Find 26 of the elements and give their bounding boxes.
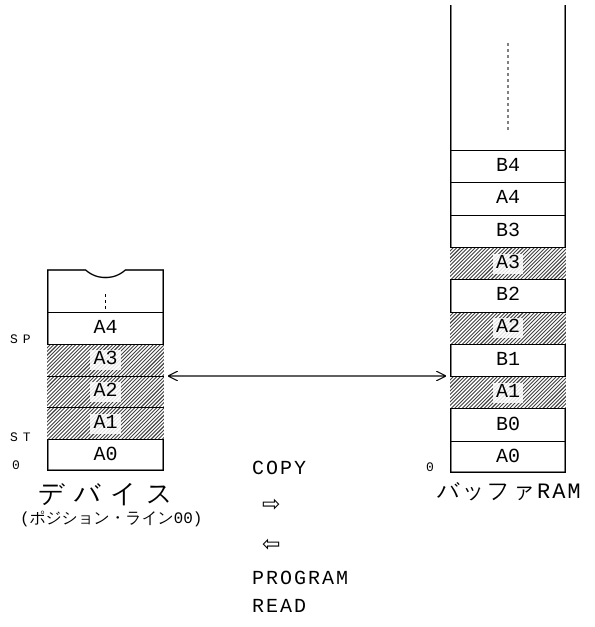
memory-cell: A1 — [450, 376, 566, 408]
stack-pointer-label: SP — [10, 332, 36, 347]
memory-cell: A2 — [450, 312, 566, 344]
memory-stack — [47, 270, 164, 471]
memory-cell: A4 — [450, 182, 566, 215]
memory-cell: A1 — [47, 407, 164, 440]
direction-label: ⇨ — [262, 492, 280, 517]
stack-caption: (ポジション・ライン00) — [20, 509, 202, 529]
memory-cell: B0 — [450, 408, 566, 441]
memory-cell: B2 — [450, 279, 566, 312]
memory-stack — [450, 5, 566, 473]
memory-cell: B4 — [450, 150, 566, 182]
memory-cell: A0 — [47, 439, 164, 471]
memory-cell: A2 — [47, 376, 164, 408]
memory-cell: A3 — [450, 246, 566, 280]
stack-caption: バッファRAM — [437, 479, 583, 506]
double-arrow — [167, 370, 447, 382]
direction-label: COPY — [252, 458, 308, 481]
stack-caption: デバイス — [38, 479, 182, 510]
address-label: 0 — [12, 458, 20, 473]
memory-cell: A0 — [450, 440, 566, 473]
stack-pointer-label: ST — [10, 430, 36, 445]
direction-label: ⇦ — [262, 532, 280, 557]
address-label: 0 — [426, 460, 434, 475]
memory-cell: A3 — [47, 344, 164, 376]
direction-label: PROGRAM READ — [252, 567, 352, 621]
